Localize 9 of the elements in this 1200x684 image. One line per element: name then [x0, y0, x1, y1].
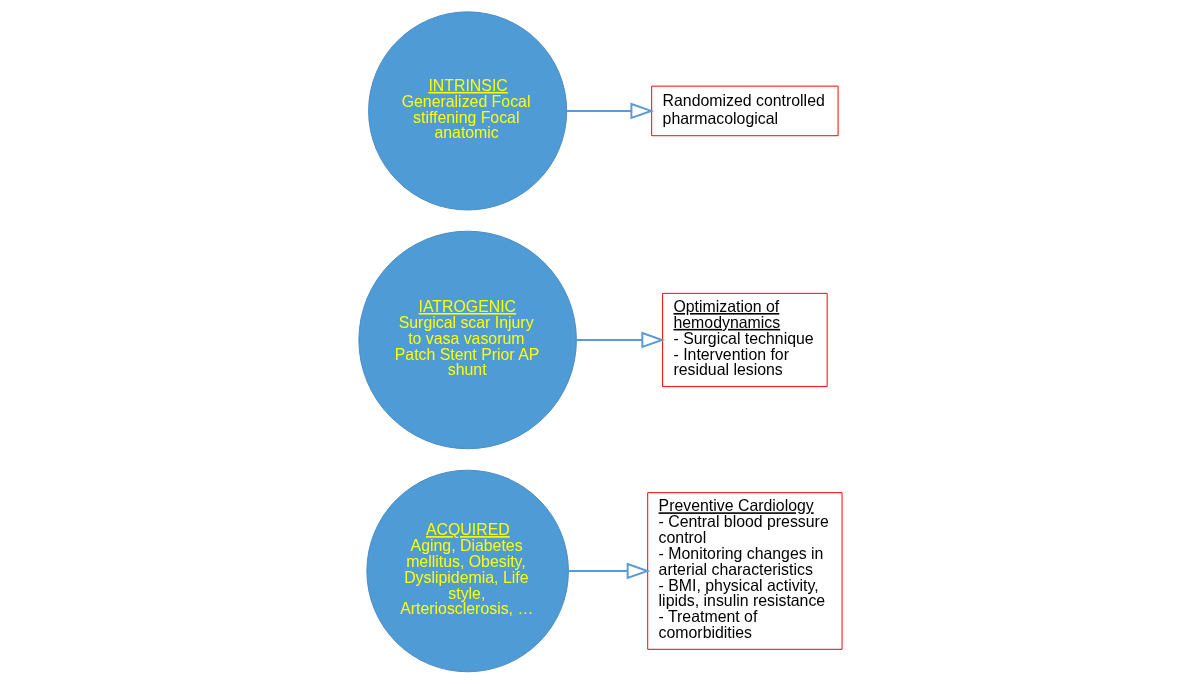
node-box: Preventive Cardiology - Central blood pressure control - Monitoring changes in arterial characteristics - BMI, physical activity, lipids, insulin resistance - Treatment of comorbidities — [646, 492, 843, 650]
arrow — [565, 102, 654, 120]
node-box: Optimization of hemodynamics - Surgical technique - Intervention for residual lesions — [661, 292, 828, 388]
node-circle: IATROGENIC Surgical scar Injury to vasa vasorum Patch Stent Prior AP shunt — [357, 230, 577, 450]
node-circle: INTRINSIC Generalized Focal stiffening Focal anatomic — [367, 11, 567, 211]
arrow — [575, 331, 665, 349]
node-box: Randomized controlled pharmacological — [650, 85, 839, 137]
node-circle: ACQUIRED Aging, Diabetes mellitus, Obesity, Dyslipidemia, Life style, Arteriosclerosis, … — [365, 469, 569, 673]
arrow — [567, 562, 650, 580]
